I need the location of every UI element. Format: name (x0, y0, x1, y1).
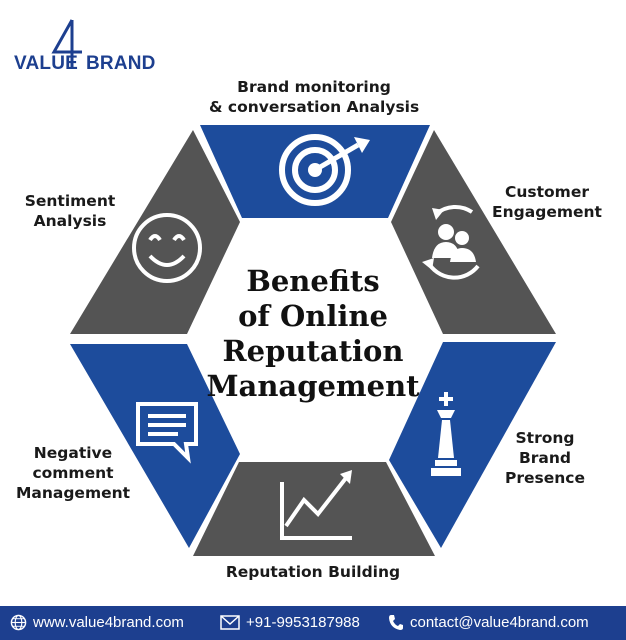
label-line: Customer (504, 183, 589, 201)
segment-bottom-right (389, 342, 556, 548)
label-line: Brand (518, 449, 572, 467)
label-line: Strong (515, 429, 575, 447)
footer-bar: www.value4brand.com +91-9953187988 conta… (0, 606, 626, 640)
mail-icon (220, 615, 240, 630)
label-line: Engagement (492, 203, 602, 221)
label-line: Sentiment (24, 192, 116, 210)
label-line: Negative (33, 444, 113, 462)
email-text: contact@value4brand.com (410, 614, 589, 631)
label-bottom-left: Negative comment Management (14, 443, 132, 503)
logo-mark-icon (51, 19, 82, 68)
target-arrow-icon (279, 134, 370, 206)
label-line: Presence (505, 469, 585, 487)
label-line: Management (15, 484, 131, 502)
globe-icon (10, 614, 27, 631)
growth-chart-icon (280, 470, 352, 540)
label-line: & conversation Analysis (209, 98, 420, 116)
label-top-left: Sentiment Analysis (20, 191, 120, 231)
diagram-title: Benefits of Online Reputation Management (193, 264, 433, 404)
segment-top-left (70, 130, 240, 334)
website-text: www.value4brand.com (33, 614, 184, 631)
smiley-icon (132, 213, 202, 283)
title-line: of Online (238, 299, 388, 333)
segment-top-right (391, 130, 556, 334)
footer-website[interactable]: www.value4brand.com (10, 614, 184, 631)
label-top-right: Customer Engagement (492, 182, 602, 222)
footer-phone[interactable]: +91-9953187988 (220, 614, 360, 631)
logo-text-right: BRAND (85, 53, 156, 74)
chess-king-icon (431, 392, 461, 476)
title-line: Management (206, 369, 420, 403)
comment-icon (136, 402, 198, 464)
title-line: Benefits (246, 264, 380, 298)
label-top: Brand monitoring & conversation Analysis (209, 77, 419, 117)
label-bottom-right: Strong Brand Presence (505, 428, 585, 488)
phone-text: +91-9953187988 (246, 614, 360, 631)
phone-icon (389, 615, 403, 630)
customer-engagement-icon (422, 204, 480, 280)
title-line: Reputation (222, 334, 404, 368)
label-bottom: Reputation Building (213, 562, 413, 582)
label-line: Brand monitoring (237, 78, 391, 96)
label-line: comment (32, 464, 114, 482)
logo-text-left: VALUE (14, 53, 78, 74)
label-line: Analysis (33, 212, 107, 230)
label-line: Reputation Building (225, 563, 401, 581)
footer-email[interactable]: contact@value4brand.com (388, 614, 589, 631)
brand-logo: VALUE BRAND (14, 53, 156, 75)
